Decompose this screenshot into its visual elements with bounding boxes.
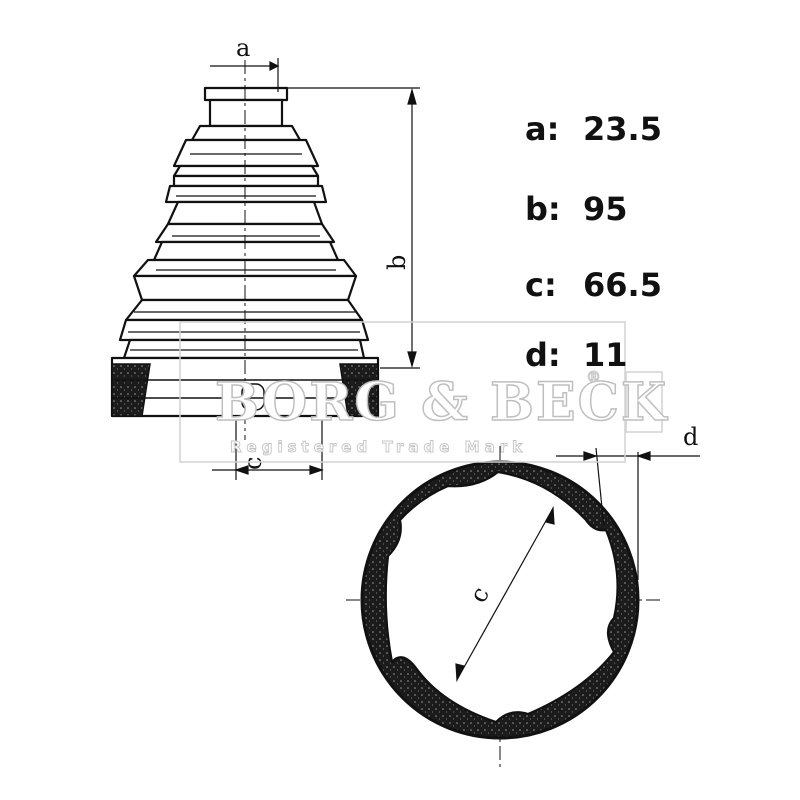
dimension-a	[210, 58, 280, 92]
spec-key: b:	[525, 190, 561, 228]
spec-row-c: c: 66.5	[525, 266, 662, 304]
dimension-d	[556, 447, 700, 580]
spec-key: c:	[525, 266, 557, 304]
spec-row-a: a: 23.5	[525, 110, 662, 148]
dimension-a-label: a	[236, 34, 250, 62]
spec-row-d: d: 11	[525, 336, 628, 374]
cross-section	[346, 446, 660, 770]
watermark-registered: ®	[586, 368, 606, 386]
borg-beck-watermark: BORG & BECK ® Registered Trade Mark	[179, 321, 668, 463]
spec-value: 95	[583, 190, 628, 228]
spec-key: a:	[525, 110, 560, 148]
dimension-d-label: d	[683, 423, 698, 451]
spec-value: 11	[583, 336, 628, 374]
watermark-tagline: Registered Trade Mark	[230, 438, 527, 456]
dimension-c-section	[455, 505, 555, 683]
dimension-b-label: b	[383, 255, 411, 270]
dimension-c	[212, 420, 324, 480]
spec-key: d:	[525, 336, 561, 374]
spec-value: 66.5	[583, 266, 662, 304]
spec-value: 23.5	[583, 110, 662, 148]
dimension-c-label: c	[239, 457, 267, 470]
spec-row-b: b: 95	[525, 190, 628, 228]
watermark-brand: BORG & BECK	[215, 372, 668, 433]
dimension-b	[282, 87, 420, 369]
